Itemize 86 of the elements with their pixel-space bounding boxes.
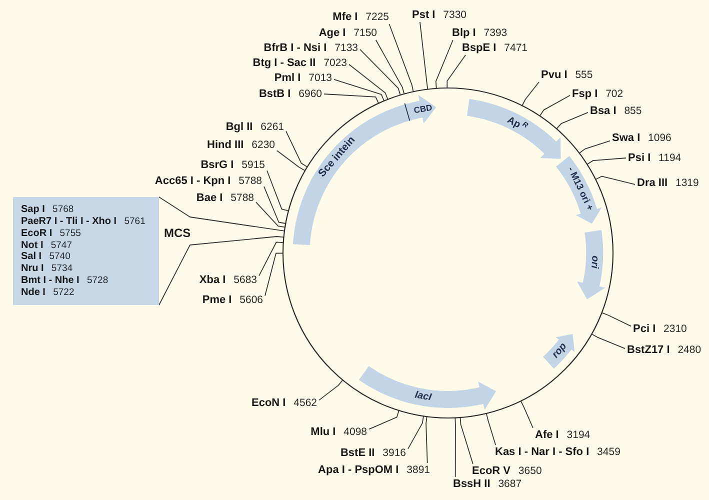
leader-line [591, 334, 626, 350]
leader-line [368, 410, 400, 430]
leader-line [586, 158, 626, 165]
leader-line [426, 416, 428, 464]
leader-line [318, 380, 344, 401]
restriction-site-label: Pst I 7330 [410, 8, 469, 22]
restriction-site-label: BspE I 7471 [460, 41, 530, 55]
restriction-site-label: Dra III 1319 [635, 176, 701, 190]
restriction-site-label: Hind III 6230 [205, 138, 277, 152]
restriction-site-label: Nde I 5722 [21, 286, 76, 298]
gene-label: lacI [414, 391, 432, 404]
leader-line [408, 416, 424, 450]
leader-line [435, 40, 454, 89]
restriction-site-label: BstB I 6960 [256, 87, 324, 101]
gene-label: - M13 ori + [565, 166, 594, 213]
leader-line [520, 400, 534, 428]
gene-label: rop [551, 341, 570, 360]
restriction-site-label: Not I 5747 [21, 240, 73, 251]
leader-line [264, 186, 286, 224]
restriction-site-label: Pme I 5606 [200, 293, 265, 307]
gene-label: CBD [412, 102, 432, 114]
leader-line [158, 236, 284, 306]
restriction-site-label: Blp I 7393 [450, 26, 510, 40]
leader-line [556, 112, 588, 130]
leader-line [539, 94, 570, 116]
restriction-site-label: Bgl II 6261 [224, 120, 286, 134]
gene-feature [576, 230, 606, 300]
restriction-site-label: EcoN I 4562 [249, 396, 319, 410]
restriction-site-label: Afe I 3194 [533, 428, 592, 442]
leader-line [266, 170, 289, 212]
restriction-site-label: Pci I 2310 [631, 322, 689, 336]
restriction-site-label: Age I 7150 [316, 26, 379, 40]
restriction-site-label: BfrB I - Nsi I 7133 [262, 41, 360, 55]
mcs-label: MCS [164, 226, 191, 240]
restriction-site-label: Pml I 7013 [272, 71, 334, 85]
restriction-site-label: BstE II 3916 [338, 446, 408, 460]
restriction-site-label: Sap I 5768 [21, 204, 75, 215]
leader-line [334, 78, 384, 102]
leader-line [256, 202, 286, 228]
leader-line [595, 176, 636, 185]
gene-feature [359, 366, 496, 410]
gene-feature [543, 334, 575, 369]
site-list-panel [13, 197, 159, 305]
restriction-site-label: PaeR7 I - Tli I - Xho I 5761 [21, 216, 146, 227]
gene-feature [466, 99, 561, 160]
restriction-site-label: Xba I 5683 [197, 273, 259, 287]
leader-line [601, 312, 632, 327]
restriction-site-label: Bmt I - Nhe I 5728 [21, 275, 110, 286]
restriction-site-label: Btg I - Sac II 7023 [250, 56, 349, 70]
restriction-site-label: Psi I 1194 [626, 151, 684, 165]
leader-line [348, 64, 388, 100]
leader-line [446, 54, 466, 88]
leader-line [360, 48, 401, 96]
gene-label: ori [588, 255, 600, 269]
leader-line [486, 413, 496, 446]
leader-line [388, 24, 414, 92]
restriction-site-label: BssH II 3687 [451, 477, 524, 491]
leader-line [276, 150, 306, 172]
leader-line [420, 22, 428, 90]
restriction-site-label: Bsa I 855 [588, 104, 644, 118]
restriction-site-label: Sal I 5740 [21, 251, 72, 262]
leader-line [522, 82, 540, 106]
leader-line [375, 40, 405, 94]
leader-line [578, 140, 610, 154]
restriction-site-label: Apa I - PspOM I 3891 [316, 463, 432, 477]
restriction-site-label: Bae I 5788 [194, 191, 256, 205]
restriction-site-label: EcoR I 5755 [21, 228, 82, 239]
restriction-site-label: BstZ17 I 2480 [625, 343, 704, 357]
restriction-site-label: Swa I 1096 [610, 131, 674, 145]
leader-line [460, 417, 474, 464]
restriction-site-label: Mfe I 7225 [330, 10, 391, 24]
leader-line [158, 196, 285, 232]
restriction-site-label: Mlu I 4098 [308, 425, 369, 439]
restriction-site-label: Kas I - Nar I - Sfo I 3459 [493, 445, 622, 459]
restriction-site-label: Pvu I 555 [539, 68, 595, 82]
restriction-site-label: Acc65 I - Kpn I 5788 [152, 174, 264, 188]
leader-line [324, 94, 379, 104]
restriction-site-label: BsrG I 5915 [198, 158, 267, 172]
leader-line [454, 417, 456, 478]
restriction-site-label: Fsp I 702 [570, 87, 626, 101]
restriction-site-label: Nru I 5734 [21, 263, 74, 274]
leader-line [286, 130, 308, 168]
restriction-site-label: EcoR V 3650 [470, 464, 544, 478]
leader-line [258, 242, 284, 276]
leader-line [264, 252, 284, 296]
gene-feature [556, 156, 602, 224]
